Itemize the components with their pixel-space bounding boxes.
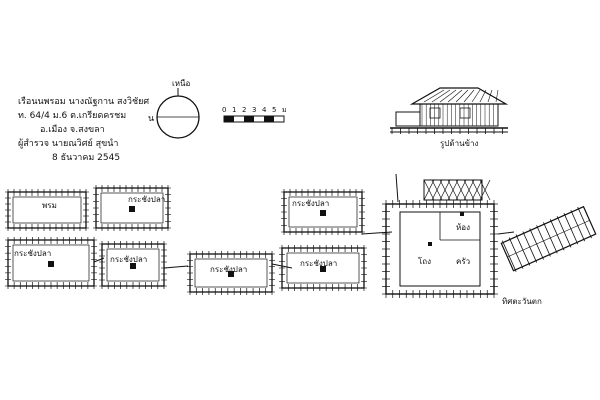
side-caption: ทิศตะวันตก <box>502 297 542 306</box>
scale-label: 5 <box>272 106 276 114</box>
raft-r6: กระชังปลา <box>281 189 365 235</box>
title-line-1: เรือนนพรอม นางณัฐกาน สงวิชัยศ <box>18 96 149 107</box>
house-room-label: โถง <box>418 256 431 266</box>
raft-r1: พรม <box>5 189 89 231</box>
title-line-5: 8 ธันวาคม 2545 <box>52 153 120 163</box>
north-label: เหนือ <box>172 79 190 88</box>
raft-label: กระชังปลา <box>110 255 147 264</box>
raft-label: พรม <box>42 201 57 210</box>
title-line-4: ผู้สำรวจ นายณวิศย์ สุขนำ <box>18 137 118 149</box>
house-store-label: ห้อง <box>456 223 470 232</box>
scale-label: 1 <box>232 106 236 114</box>
compass-letter: น <box>148 114 154 124</box>
raft-label: กระชังปลา <box>128 195 165 204</box>
north-compass: เหนือ น <box>148 79 200 139</box>
scale-label: 2 <box>242 106 246 114</box>
main-house-plan: โถง ครัว ห้อง ทิศตะวันตก <box>382 179 542 306</box>
diagonal-ramp <box>500 205 597 272</box>
raft-r7: กระชังปลา <box>279 245 367 291</box>
raft-label: กระชังปลา <box>292 199 329 208</box>
scale-label: 3 <box>252 106 256 114</box>
raft-platforms: พรมกระชังปลากระชังปลากระชังปลากระชังปลาก… <box>5 185 367 295</box>
scale-label: 0 <box>222 106 226 114</box>
title-block: เรือนนพรอม นางณัฐกาน สงวิชัยศ ท. 64/4 ม.… <box>18 96 149 163</box>
title-line-3: อ.เมือง จ.สงขลา <box>40 124 105 135</box>
house-kitchen-label: ครัว <box>456 257 470 266</box>
raft-label: กระชังปลา <box>210 265 247 274</box>
elevation-caption: รูปด้านข้าง <box>440 139 478 149</box>
raft-r4: กระชังปลา <box>99 241 167 289</box>
scale-label: 4 <box>262 106 267 114</box>
raft-r5: กระชังปลา <box>187 251 275 295</box>
raft-label: กระชังปลา <box>14 249 51 258</box>
raft-r3: กระชังปลา <box>5 237 97 289</box>
raft-r2: กระชังปลา <box>93 185 171 231</box>
walkways <box>93 173 515 269</box>
raft-label: กระชังปลา <box>300 259 337 268</box>
title-line-2: ท. 64/4 ม.6 ต.เกรียดครชม <box>18 110 126 121</box>
scale-label: ม <box>282 106 287 114</box>
house-elevation-sketch: รูปด้านข้าง <box>390 87 509 149</box>
